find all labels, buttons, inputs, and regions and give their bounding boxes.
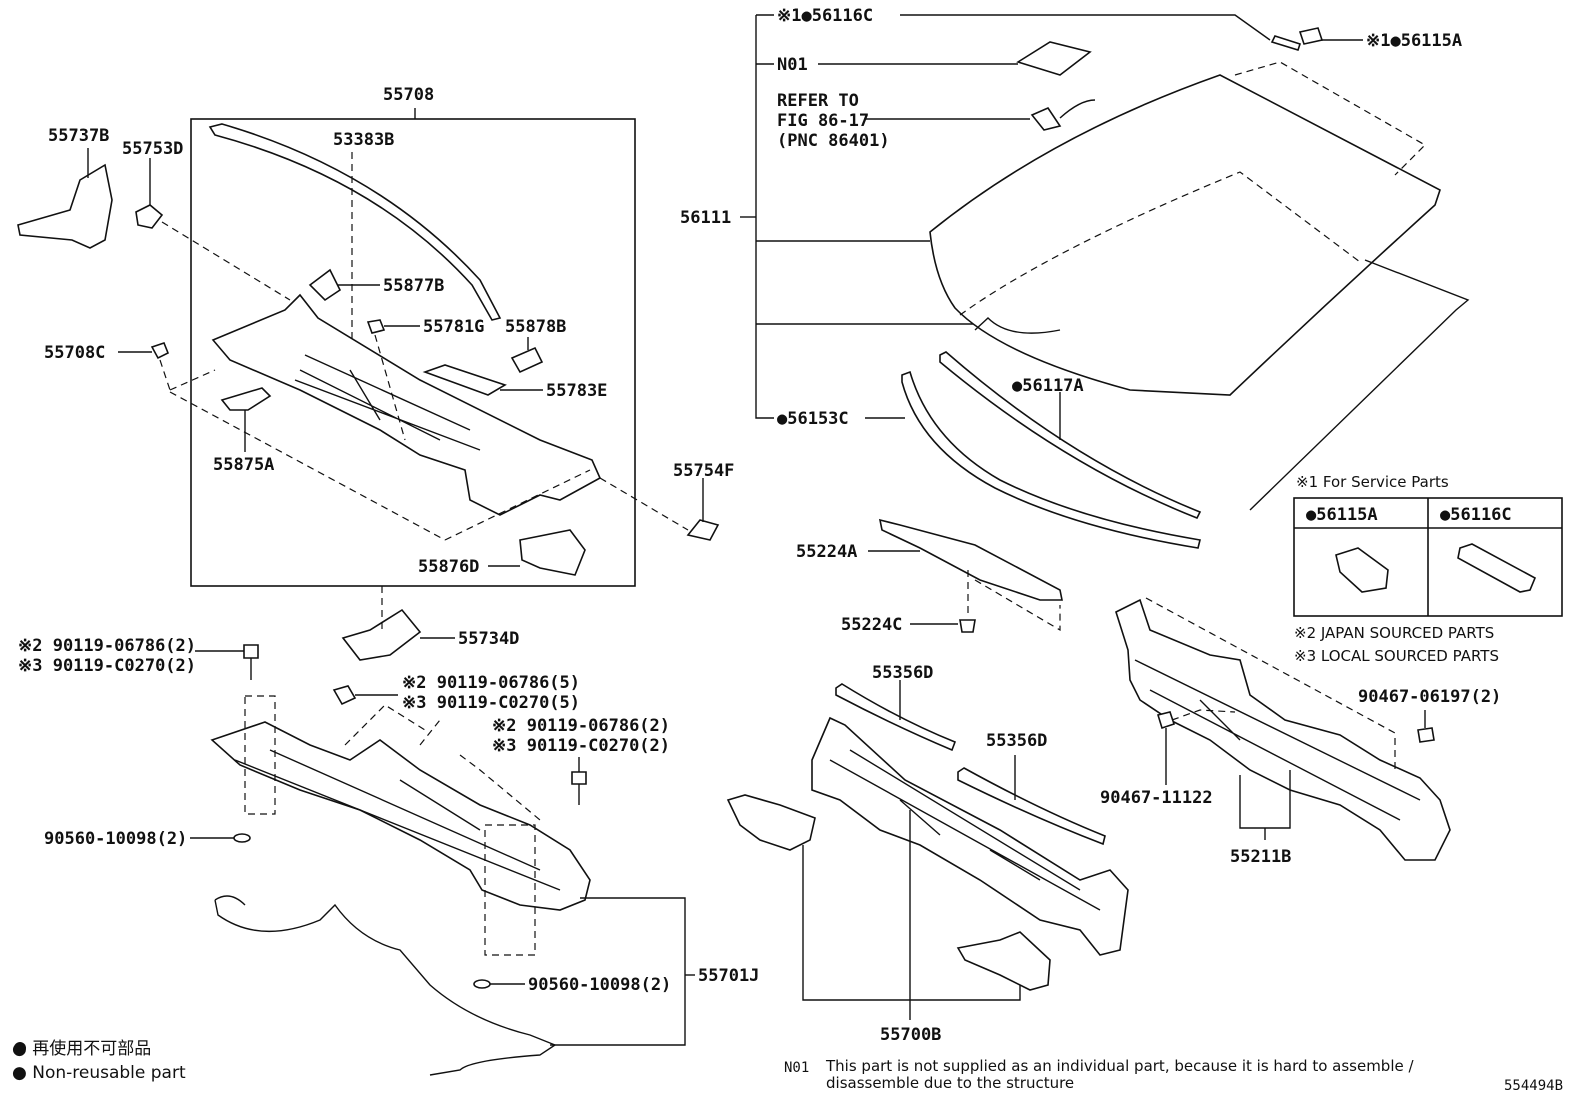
assembly-box-55708 bbox=[190, 118, 636, 587]
label-56115A: ※1●56115A bbox=[1366, 31, 1462, 51]
label-90560-b: 90560-10098(2) bbox=[528, 975, 671, 995]
label-55224A: 55224A bbox=[796, 542, 857, 562]
label-90467-11122: 90467-11122 bbox=[1100, 788, 1213, 808]
label-53383B: 53383B bbox=[333, 130, 394, 150]
part-90467-06197 bbox=[1417, 727, 1435, 743]
part-55224C bbox=[959, 619, 976, 633]
footnote-line1: This part is not supplied as an individu… bbox=[825, 1057, 1414, 1075]
part-90560-b bbox=[473, 979, 491, 989]
label-55877B: 55877B bbox=[383, 276, 444, 296]
part-55876D bbox=[519, 529, 586, 576]
label-refer-2: FIG 86-17 bbox=[777, 111, 869, 131]
label-55708C: 55708C bbox=[44, 343, 105, 363]
part-53383B bbox=[208, 123, 502, 321]
part-55875A bbox=[220, 387, 272, 411]
label-55876D: 55876D bbox=[418, 557, 479, 577]
part-56116C bbox=[1270, 35, 1302, 51]
label-90560-a: 90560-10098(2) bbox=[44, 829, 187, 849]
note-japan-sourced: ※2 JAPAN SOURCED PARTS bbox=[1294, 624, 1494, 642]
part-55781G bbox=[366, 319, 386, 334]
diagram-id: 554494B bbox=[1504, 1078, 1563, 1094]
label-56117A: ●56117A bbox=[1012, 376, 1084, 396]
part-bracket-left bbox=[726, 794, 816, 851]
label-90119-a2: ※3 90119-C0270(2) bbox=[18, 656, 196, 676]
service-box-col2: ●56116C bbox=[1440, 505, 1512, 525]
part-55734D bbox=[341, 608, 422, 661]
bolt-90119-group-a bbox=[243, 644, 259, 680]
label-55708: 55708 bbox=[383, 85, 434, 105]
part-55878B bbox=[510, 346, 544, 374]
part-55356D-a bbox=[835, 683, 957, 752]
part-55224A bbox=[878, 518, 1063, 601]
part-hose bbox=[214, 895, 557, 1076]
label-55356D-a: 55356D bbox=[872, 663, 933, 683]
part-90467-11122 bbox=[1156, 711, 1176, 730]
part-55877B bbox=[308, 268, 342, 302]
label-55878B: 55878B bbox=[505, 317, 566, 337]
service-56116C-image bbox=[1457, 543, 1537, 593]
service-56115A-image bbox=[1335, 547, 1389, 593]
label-55701J: 55701J bbox=[698, 966, 759, 986]
part-56115A bbox=[1298, 27, 1324, 45]
legend-japanese: ● 再使用不可部品 bbox=[12, 1038, 151, 1059]
label-55753D: 55753D bbox=[122, 139, 183, 159]
part-55700B bbox=[811, 716, 1129, 956]
label-55781G: 55781G bbox=[423, 317, 484, 337]
service-box-title: ※1 For Service Parts bbox=[1296, 473, 1449, 491]
part-N01 bbox=[1016, 41, 1092, 76]
footnote-code: N01 bbox=[784, 1060, 809, 1076]
label-55224C: 55224C bbox=[841, 615, 902, 635]
part-55737B bbox=[17, 163, 113, 249]
label-90119-c1: ※2 90119-06786(2) bbox=[492, 716, 670, 736]
label-55754F: 55754F bbox=[673, 461, 734, 481]
label-refer-1: REFER TO bbox=[777, 91, 859, 111]
part-55754F bbox=[686, 519, 720, 541]
label-90119-a1: ※2 90119-06786(2) bbox=[18, 636, 196, 656]
label-55734D: 55734D bbox=[458, 629, 519, 649]
label-refer-3: (PNC 86401) bbox=[777, 131, 890, 151]
legend-english: ● Non-reusable part bbox=[12, 1063, 186, 1083]
service-box-col1: ●56115A bbox=[1306, 505, 1378, 525]
part-cowl-panel bbox=[211, 293, 602, 516]
label-90119-b2: ※3 90119-C0270(5) bbox=[402, 693, 580, 713]
label-56116C: ※1●56116C bbox=[777, 6, 873, 26]
label-55783E: 55783E bbox=[546, 381, 607, 401]
label-90467-06197: 90467-06197(2) bbox=[1358, 687, 1501, 707]
part-55708C bbox=[150, 342, 170, 360]
part-56153C bbox=[901, 370, 1201, 549]
footnote-line2: disassemble due to the structure bbox=[826, 1074, 1074, 1092]
part-sensor-86401 bbox=[1030, 106, 1062, 131]
label-56153C: ●56153C bbox=[777, 409, 849, 429]
part-55783E bbox=[422, 364, 507, 396]
label-56111: 56111 bbox=[680, 208, 731, 228]
note-local-sourced: ※3 LOCAL SOURCED PARTS bbox=[1294, 647, 1499, 665]
label-N01: N01 bbox=[777, 55, 808, 75]
part-windshield-56111 bbox=[929, 74, 1441, 396]
label-55700B: 55700B bbox=[880, 1025, 941, 1045]
part-55356D-b bbox=[957, 767, 1106, 846]
part-56117A bbox=[939, 351, 1202, 520]
label-55737B: 55737B bbox=[48, 126, 109, 146]
label-55211B: 55211B bbox=[1230, 847, 1291, 867]
label-55875A: 55875A bbox=[213, 455, 274, 475]
label-90119-c2: ※3 90119-C0270(2) bbox=[492, 736, 670, 756]
part-55753D bbox=[135, 204, 164, 229]
part-bracket-right bbox=[956, 931, 1051, 991]
bolt-90119-group-b bbox=[332, 685, 357, 706]
part-90560-a bbox=[233, 833, 251, 843]
part-55701J bbox=[210, 721, 591, 911]
bolt-90119-group-c bbox=[571, 771, 587, 805]
label-55356D-b: 55356D bbox=[986, 731, 1047, 751]
label-90119-b1: ※2 90119-06786(5) bbox=[402, 673, 580, 693]
